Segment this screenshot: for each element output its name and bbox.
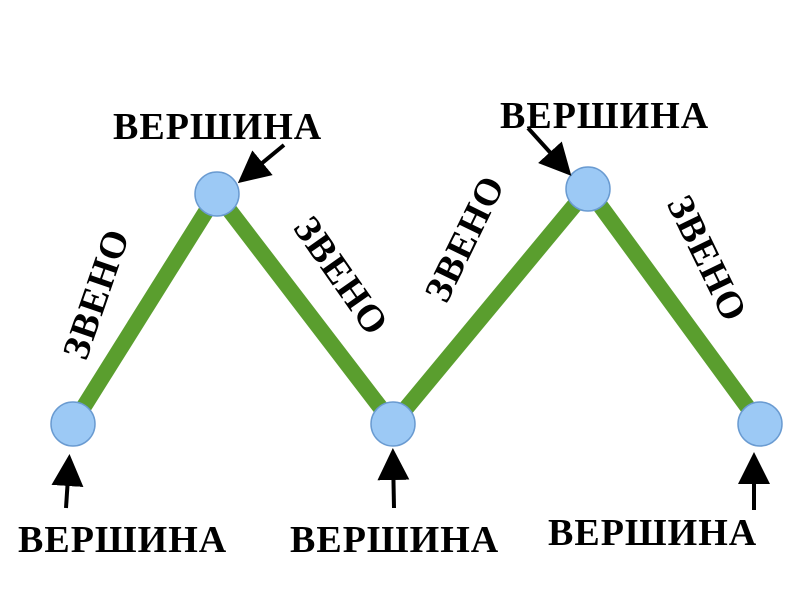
vertex-2 [194, 171, 240, 217]
vertex-label-4: ВЕРШИНА [500, 95, 709, 137]
vertex-label-2: ВЕРШИНА [113, 106, 322, 148]
arrow-vertex-3 [377, 448, 410, 509]
vertex-labels: ВЕРШИНА ВЕРШИНА ВЕРШИНА ВЕРШИНА ВЕРШИНА [18, 95, 757, 561]
vertex-label-3: ВЕРШИНА [290, 519, 499, 561]
edge-3 [386, 183, 595, 430]
arrow-vertex-1 [51, 454, 84, 509]
vertex-3 [370, 401, 416, 447]
edge-4 [581, 184, 767, 429]
edge-2 [210, 189, 400, 429]
arrow-vertex-4 [526, 126, 572, 176]
edges-group [66, 183, 767, 430]
vertex-5 [737, 401, 783, 447]
edge-1 [66, 189, 224, 429]
vertex-4 [565, 166, 611, 212]
vertex-1 [50, 401, 96, 447]
vertex-label-1: ВЕРШИНА [18, 519, 227, 561]
arrows-group [51, 126, 770, 510]
arrow-vertex-2 [237, 143, 286, 184]
vertices-group [50, 166, 783, 447]
vertex-label-5: ВЕРШИНА [548, 512, 757, 554]
edge-label-2: ЗВЕНО [285, 209, 397, 344]
